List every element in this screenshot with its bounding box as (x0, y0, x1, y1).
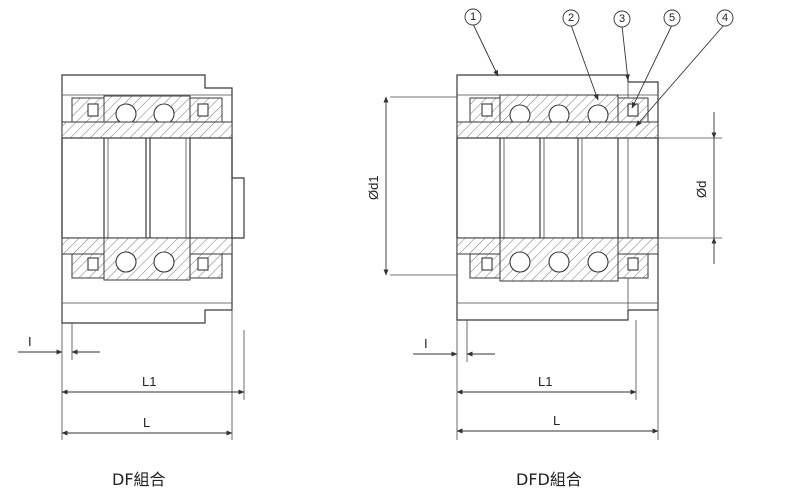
df-lower-ball-1 (115, 251, 137, 273)
dfd-callouts: 1 2 3 5 4 (464, 8, 734, 127)
callout-1 (464, 8, 482, 26)
df-dimensions: I L1 L (18, 334, 245, 436)
df-caption: DF組合 (112, 470, 166, 489)
dfd-od-label: Ød1 (366, 175, 381, 200)
svg-text:3: 3 (619, 13, 625, 25)
df-upper-ball-2 (153, 103, 175, 125)
dfd-offset-label: I (424, 336, 428, 351)
dfd-dimensions: Ød1 Ød I L1 L (366, 96, 717, 434)
dfd-l1-label: L1 (538, 374, 552, 389)
dfd-lower-ball-1 (509, 251, 531, 273)
df-l1-label: L1 (142, 374, 156, 389)
df-lower-ball-2 (153, 251, 175, 273)
svg-text:4: 4 (722, 12, 728, 24)
df-assembly (61, 74, 245, 440)
df-housing-outline (61, 74, 245, 324)
callout-5 (663, 9, 681, 27)
callout-4 (716, 9, 734, 27)
callout-2 (562, 9, 580, 27)
dfd-caption: DFD組合 (516, 470, 582, 489)
dfd-l-label: L (553, 413, 560, 428)
svg-text:5: 5 (669, 12, 675, 24)
dfd-lower-ball-3 (587, 251, 609, 273)
dfd-assembly (390, 74, 722, 440)
df-l-label: L (143, 415, 150, 430)
callout-3 (613, 10, 631, 28)
df-offset-label: I (28, 334, 32, 349)
df-shaft (61, 137, 233, 239)
dfd-lower-ball-2 (548, 251, 570, 273)
df-upper-ball-1 (115, 103, 137, 125)
svg-text:1: 1 (470, 11, 476, 23)
dfd-id-label: Ød (694, 181, 709, 198)
svg-text:2: 2 (568, 12, 574, 24)
